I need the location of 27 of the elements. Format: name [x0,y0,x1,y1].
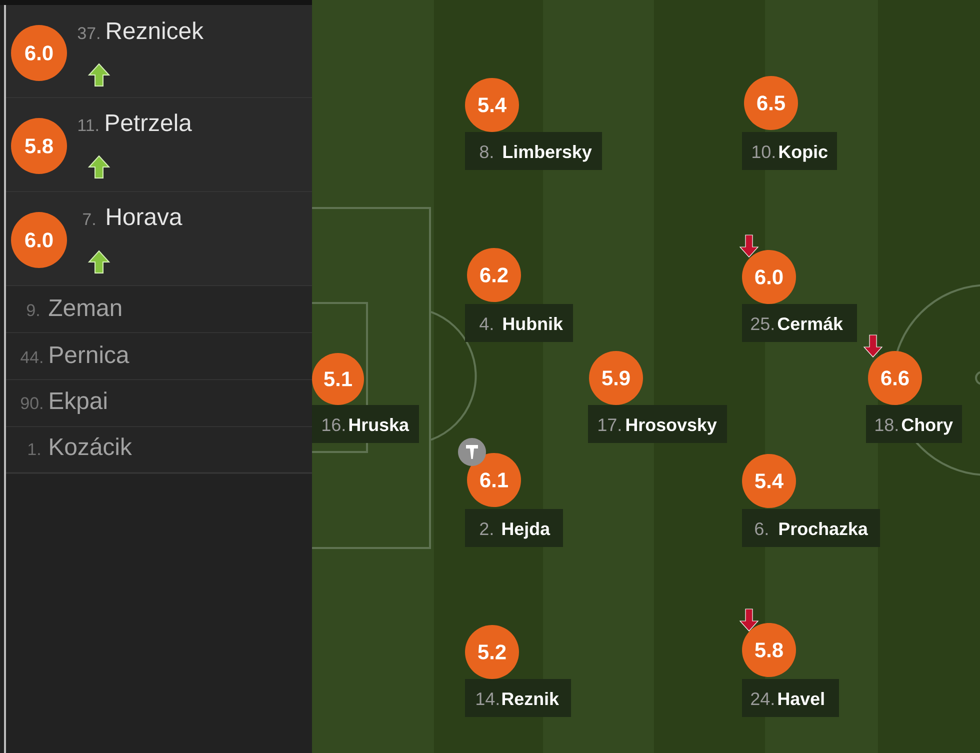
node-label: Pernica [50,346,130,364]
name-tag: 18. Chory [866,405,962,443]
player-row: 1. Kozácik [6,427,312,474]
name-tag: 8. Limbersky [465,132,602,170]
node-label: Zeman [48,300,122,316]
name-tag: 6. Prochazka [742,509,880,547]
name-tag: 10. Kopic [742,132,837,170]
name-tag: 16. Hruska [312,405,419,443]
player-row: 9. Zeman [6,286,312,334]
player-row: 44. Pernica [6,333,312,381]
node-label: Horava [107,208,182,226]
node-label: 7. [83,213,95,225]
name-tag: 25. Cermák [742,304,857,342]
name-tag: 17. Hrosovsky [588,405,727,443]
node-label: 44. [20,351,42,363]
node-label: 90. [21,397,42,410]
name-tag: 2. Hejda [465,509,563,547]
name-tag: 4. Hubnik [465,304,573,342]
node-label: 11. [78,119,98,131]
name-tag: 24. Havel [742,679,839,717]
name-tag: 14. Reznik [465,679,571,717]
player-row: 90. Ekpai [6,380,312,428]
node-label: Kozácik [50,437,132,456]
node-label: 9. [27,304,39,316]
node-label: 1. [28,443,40,455]
node-label: Petrzela [106,114,192,132]
node-label: Ekpai [50,392,106,414]
